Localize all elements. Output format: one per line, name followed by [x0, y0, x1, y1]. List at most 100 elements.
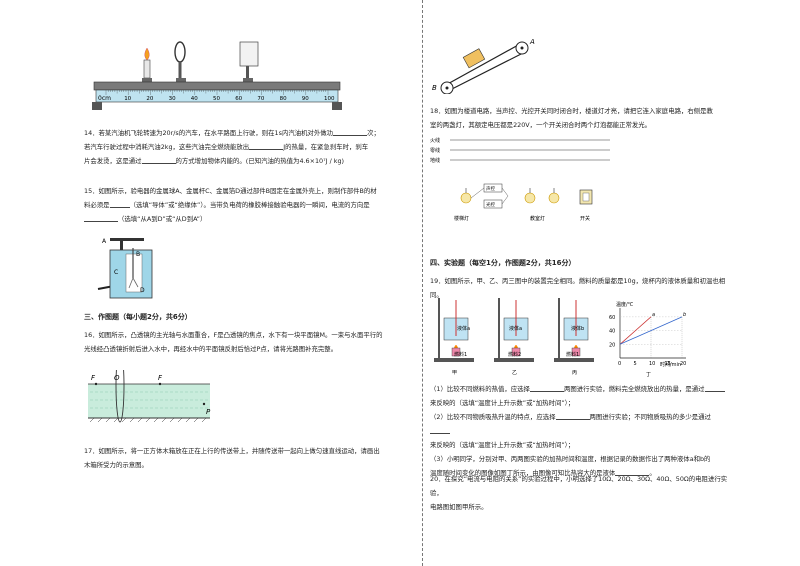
belt-bottom: [449, 51, 526, 91]
ruler-unit-label: 0cm: [98, 95, 111, 102]
q14-mass: 2kg: [160, 143, 173, 151]
conveyor-figure: A B: [432, 38, 535, 94]
caption-switch: 开关: [580, 215, 590, 222]
candle-flame: [144, 47, 150, 61]
chart-x-tick-label: 10: [649, 361, 655, 367]
lens-stand: [178, 62, 182, 80]
svg-text:丙: 丙: [572, 370, 577, 376]
wooden-box: [462, 48, 486, 69]
question-20: 20．在探究“电流与电阻的关系”的实验过程中，小明选择了10Ω、20Ω、30Ω、…: [430, 475, 728, 511]
light-screen: [239, 41, 259, 67]
label-neutral: 零线: [430, 147, 440, 154]
chart-x-tick-label: 5: [634, 361, 637, 367]
question-18: 18．如图为楼道电路，当声控、光控开关同时闭合时，楼道灯才亮，请把它连入家庭电路…: [430, 107, 713, 129]
q15-blank-1[interactable]: [109, 199, 130, 208]
svg-text:乙: 乙: [512, 369, 517, 376]
bench-rail: [93, 81, 341, 91]
q19-blank-3[interactable]: [555, 411, 590, 420]
point-P: P: [206, 408, 211, 416]
caption-stair-lamp: 楼梯灯: [454, 215, 469, 222]
classroom-lamp-2-icon: [548, 192, 560, 204]
chart-y-tick-label: 20: [609, 342, 615, 348]
q15-blank-2[interactable]: [84, 213, 118, 222]
q14-text: 14．若某汽油机飞轮转速为: [84, 129, 163, 137]
q18-voltage: 220V: [513, 121, 530, 129]
chart-xlabel: 时间/min: [660, 361, 681, 368]
svg-text:燃料1: 燃料1: [454, 351, 467, 358]
ruler-tick-label: 20: [146, 96, 153, 102]
chart-y-tick-label: 40: [609, 329, 615, 335]
chart-series-label-b: b: [683, 312, 686, 318]
q19-blank-5[interactable]: [615, 467, 650, 476]
chart-x-tick-label: 20: [680, 361, 686, 367]
ruler-tick-label: 90: [302, 96, 309, 102]
ruler-tick-label: 70: [257, 96, 264, 102]
optical-center: O: [114, 374, 120, 382]
question-17: 17．如图所示，将一正方体木箱放在正在上行的传送带上，并随传送带一起向上做匀速直…: [84, 447, 380, 469]
svg-text:光控: 光控: [486, 201, 495, 208]
question-14: 14．若某汽油机飞轮转速为20r/s的汽车，在水平路面上行驶，则在1s内汽油机对…: [84, 127, 380, 165]
label-A: A: [102, 238, 107, 245]
apparatus-甲: 液体a 燃料1 甲: [434, 298, 474, 376]
q14-speed: 20r/s: [162, 129, 179, 137]
svg-text:液体b: 液体b: [571, 325, 584, 332]
q19-blank-1[interactable]: [529, 383, 564, 392]
classroom-lamp-1-icon: [524, 192, 536, 204]
ruler-tick-label: 80: [280, 96, 287, 102]
svg-text:液体a: 液体a: [457, 325, 470, 332]
ruler-ticks: [105, 90, 329, 95]
svg-text:燃料1: 燃料1: [566, 351, 579, 358]
metal-ball-top: [110, 238, 144, 241]
question-16: 16．如图所示，凸透镜的主光轴与水面重合，F是凸透镜的焦点，水下有一块平面镜M。…: [84, 331, 383, 353]
label-D: D: [140, 287, 145, 294]
stair-lamp-icon: [460, 192, 472, 204]
lens-water-figure: F O F P: [88, 370, 211, 423]
electroscope-figure: A B C D: [96, 234, 176, 300]
label-C: C: [114, 269, 118, 276]
label-roller-B: B: [432, 84, 437, 92]
water-region: [88, 384, 210, 418]
q14-blank-2[interactable]: [249, 141, 284, 150]
q14-time: 1s: [274, 129, 282, 137]
ruler-tick-label: 30: [169, 96, 176, 102]
focus-left: F: [91, 374, 96, 382]
apparatus-乙: 液体a 燃料2 乙: [494, 298, 534, 376]
caption-classroom-lamp: 教室灯: [530, 215, 545, 222]
question-19: 19．如图所示，甲、乙、丙三图中的装置完全相同。燃料的质量都是10g，烧杯内的液…: [430, 277, 726, 299]
question-19-subparts: （1）比较不同燃料的热值，应选择两图进行实验，燃料完全燃烧放出的热量，是通过 来…: [430, 382, 730, 480]
q19-blank-2[interactable]: [704, 383, 725, 392]
chart-ylabel: 温度/℃: [616, 301, 634, 308]
chart-series-line-b: [619, 316, 683, 345]
label-roller-A: A: [529, 38, 535, 46]
svg-text:声控: 声控: [486, 185, 495, 192]
chart-x-tick-label: 15: [665, 361, 671, 367]
focus-right: F: [158, 374, 163, 382]
chart-x-tick-label: 0: [618, 361, 621, 367]
q14-blank-3[interactable]: [141, 155, 176, 164]
section-3-heading: 三、作图题（每小题2分，共6分）: [84, 313, 192, 321]
label-live: 火线: [430, 137, 440, 144]
candle: [143, 59, 151, 79]
lens: [174, 41, 186, 63]
ruler-tick-label: 100: [324, 96, 335, 102]
question-15: 15．如图所示，验电器的金属球A、金属杆C、金属箔D通过部件B固定在金属外壳上，…: [84, 187, 377, 223]
apparatus-丙: 液体b 燃料1 丙: [554, 298, 594, 376]
q14-blank-1[interactable]: [333, 127, 368, 136]
q19-blank-4[interactable]: [430, 425, 450, 434]
q19-mass: 10g: [623, 277, 636, 285]
heating-apparatus-figure: 液体a 燃料1 甲 液体a 燃料2 乙 液体b 燃料1 丙: [434, 298, 594, 376]
chart-series-label-a: a: [652, 312, 655, 318]
ruler-tick-label: 60: [235, 96, 242, 102]
chart-series-line-a: [619, 316, 652, 345]
house-wiring-figure: 火线 零线 地线 声控 光控 楼梯灯 教室灯 开关: [430, 137, 610, 222]
chart-fig-label: 丁: [646, 372, 651, 378]
svg-text:燃料2: 燃料2: [508, 351, 521, 358]
ruler-tick-label: 50: [213, 96, 220, 102]
convex-lens: [115, 370, 125, 423]
screen-stand: [246, 66, 249, 80]
belt-top: [443, 43, 521, 87]
